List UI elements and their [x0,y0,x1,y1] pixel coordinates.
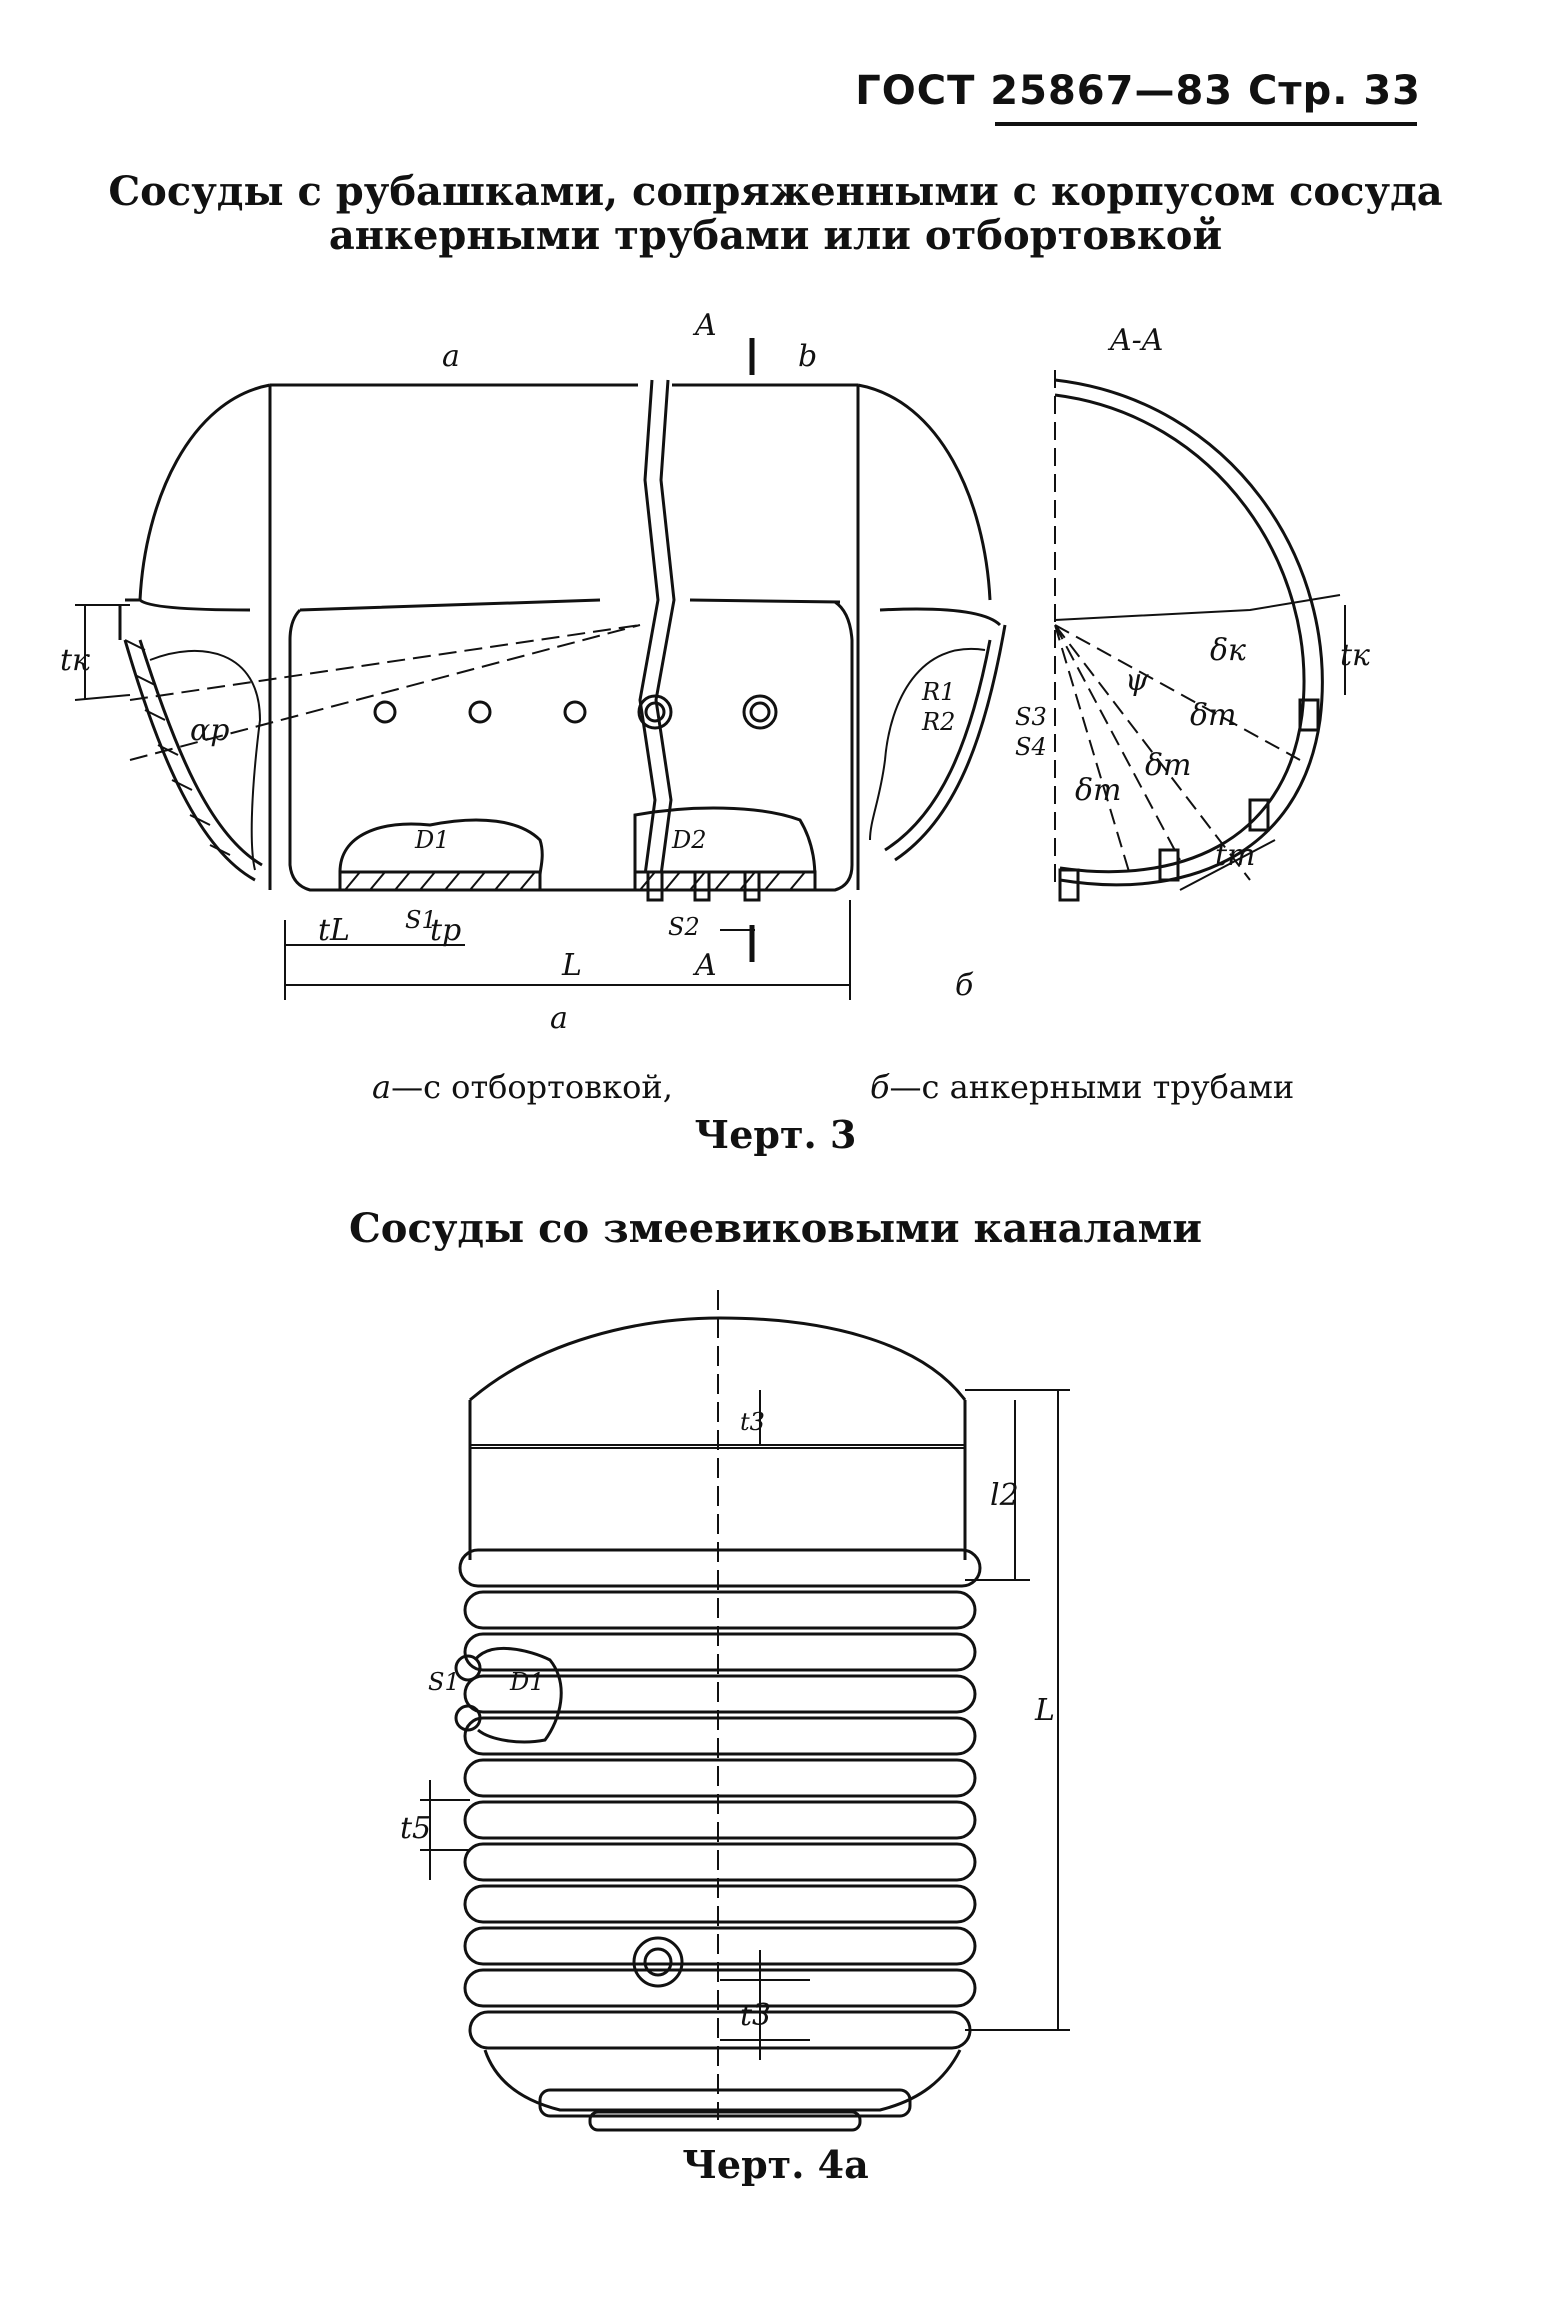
label-d1: D1 [414,826,450,854]
label-s4: S4 [1015,733,1047,761]
label-delta-t-1: δт [1190,698,1237,733]
label-l2: l2 [990,1478,1019,1513]
label-alpha: ɑр [190,713,229,748]
label-t3-bottom: t3 [740,1998,771,2033]
section1-title-line1: Сосуды с рубашками, сопряженными с корпу… [108,168,1443,215]
label-s2: S2 [668,913,700,941]
label-r2: R2 [921,708,955,736]
figure-label-chert-3: Черт. 3 [694,1112,857,1157]
label-section-aa: A-A [1107,323,1163,358]
label-t5: t5 [400,1811,431,1846]
label-section-a-bottom: A [692,948,717,983]
label-tl: tL [318,913,350,948]
label-s1-coil: S1 [428,1668,460,1696]
label-delta-k: δк [1210,633,1246,668]
label-view-b: b [798,339,817,374]
label-l-coil: L [1034,1693,1055,1728]
label-sub-a: а [550,1001,568,1036]
page-header: ГОСТ 25867—83 Стр. 33 [855,68,1421,114]
caption-a: а—с отбортовкой, [372,1068,673,1106]
label-tk-left: tк [60,643,90,678]
label-psi: ψ [1125,663,1149,698]
figure-label-chert-4a: Черт. 4а [682,2142,869,2187]
label-tk-right: tк [1340,638,1370,673]
label-s1: S1 [405,906,437,934]
label-tt: tт [1215,838,1256,873]
label-view-a: а [442,339,460,374]
label-l: L [561,948,582,983]
label-s3: S3 [1015,703,1047,731]
label-r1: R1 [921,678,955,706]
label-t3-top: t3 [740,1408,765,1436]
label-sub-b: б [955,968,974,1003]
label-d1-coil: D1 [509,1668,545,1696]
section1-title-line2: анкерными трубами или отбортовкой [328,212,1223,259]
label-delta-t-2: δт [1145,748,1192,783]
header-rule [995,122,1417,126]
caption-b: б—с анкерными трубами [870,1068,1295,1106]
label-d2: D2 [671,826,707,854]
section2-title: Сосуды со змеевиковыми каналами [348,1205,1203,1252]
label-delta-t-3: δт [1075,773,1122,808]
label-section-a-top: A [692,308,717,343]
label-tp: tр [430,913,461,948]
